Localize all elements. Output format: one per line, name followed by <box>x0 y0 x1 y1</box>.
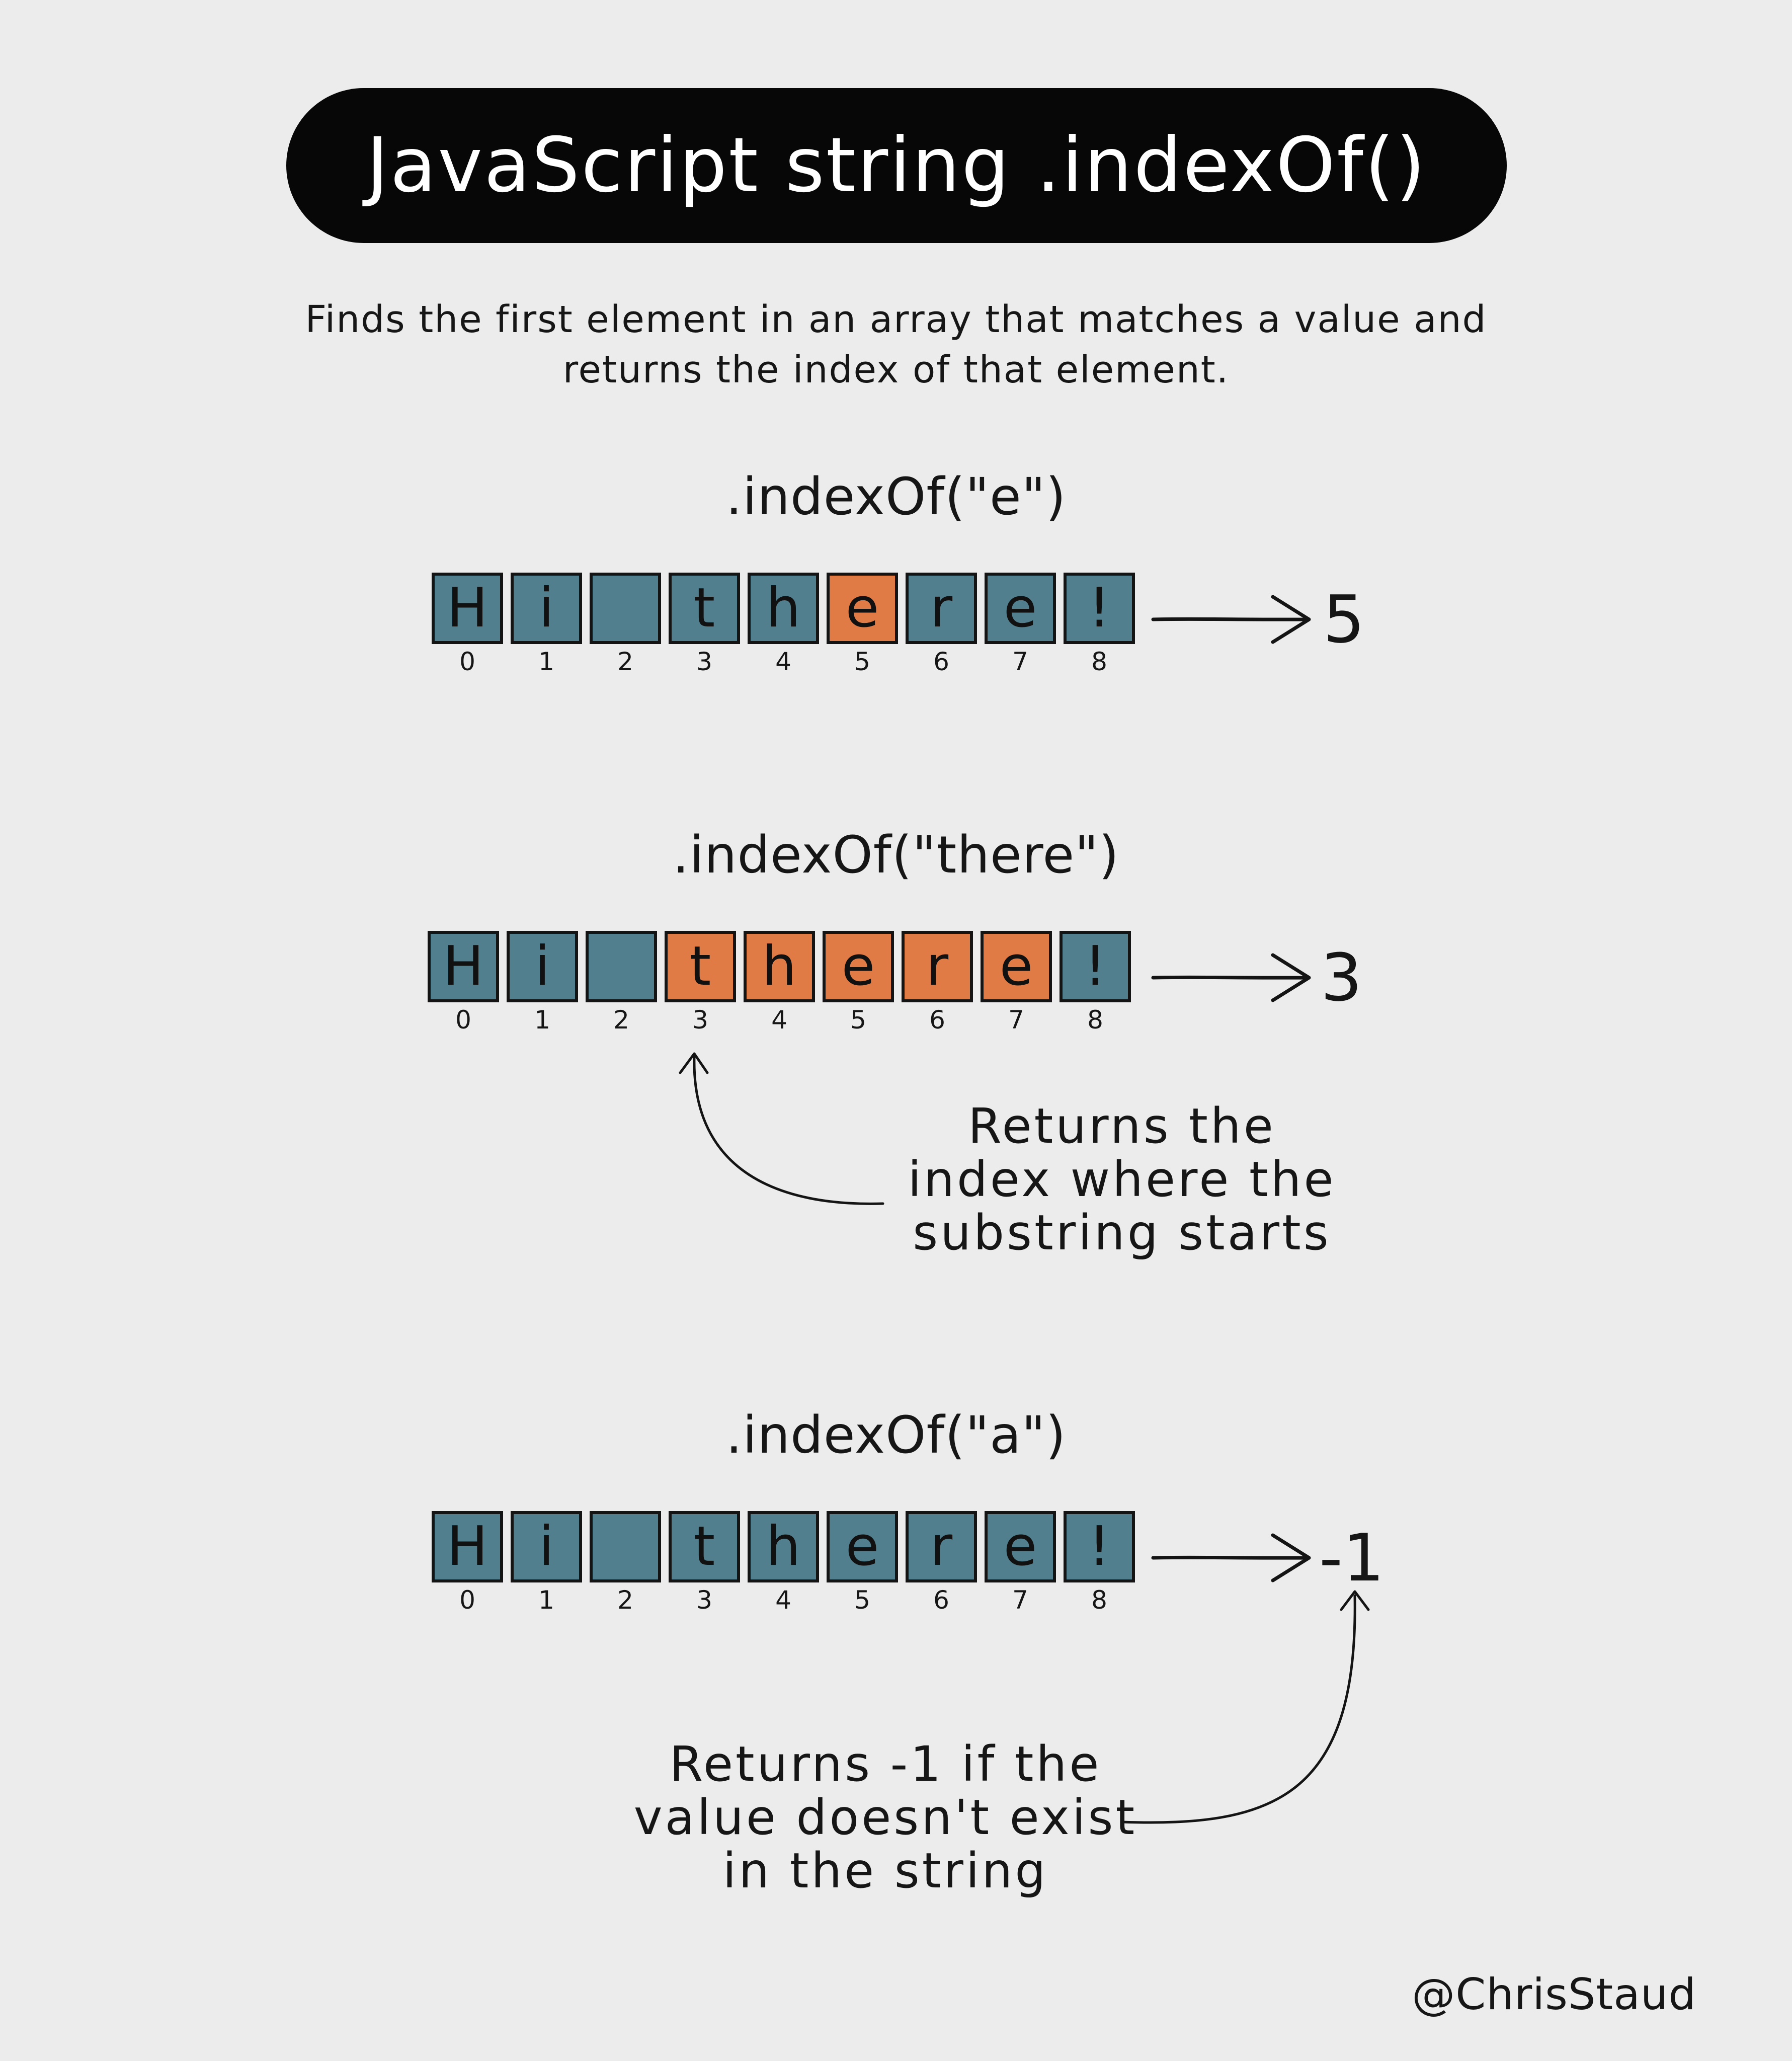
char-cell: ! <box>1060 931 1131 1002</box>
description-line-1: Finds the first element in an array that… <box>305 298 1487 341</box>
index-label: 1 <box>538 647 554 676</box>
char-cell <box>590 1511 661 1582</box>
index-label: 8 <box>1091 647 1107 676</box>
index-label: 8 <box>1091 1586 1107 1615</box>
index-label: 4 <box>771 1005 787 1035</box>
index-label: 8 <box>1087 1005 1103 1035</box>
description-line-2: returns the index of that element. <box>562 348 1230 391</box>
index-label: 3 <box>696 647 712 676</box>
note-line: index where the <box>908 1151 1336 1208</box>
example-call: .indexOf("a") <box>725 1405 1067 1465</box>
result-value: -1 <box>1319 1520 1384 1596</box>
note-line: Returns the <box>968 1098 1276 1154</box>
curved-arrow-icon <box>1120 1590 1370 1824</box>
example-1: .indexOf("e") H 0 i 1 2 t 3 h 4 e 5 r 6 e 7! 8 5 <box>0 467 1792 819</box>
char-cell: H <box>432 1511 503 1582</box>
index-label: 6 <box>933 1586 949 1615</box>
author-credit: @ChrisStaud <box>1412 1969 1696 2020</box>
index-label: 1 <box>538 1586 554 1615</box>
index-label: 6 <box>933 647 949 676</box>
char-cell: t <box>669 573 740 644</box>
index-label: 2 <box>613 1005 629 1035</box>
char-cell: e <box>823 931 894 1002</box>
annotation-note: Returns -1 if the value doesn't exist in… <box>619 1737 1152 1897</box>
example-call: .indexOf("there") <box>673 825 1119 885</box>
char-cell: r <box>906 1511 977 1582</box>
index-label: 0 <box>459 647 475 676</box>
char-cell <box>590 573 661 644</box>
example-3: .indexOf("a") H 0 i 1 2 t 3 h 4 e 5 r 6 e 7! 8 -1 Retur… <box>0 1405 1792 1897</box>
index-label: 5 <box>854 1586 870 1615</box>
index-label: 7 <box>1012 647 1028 676</box>
note-line: Returns -1 if the <box>669 1736 1102 1792</box>
arrow-right-icon <box>1151 1533 1311 1582</box>
char-cell: t <box>665 931 736 1002</box>
index-label: 7 <box>1008 1005 1024 1035</box>
char-cell: H <box>432 573 503 644</box>
char-cell: t <box>669 1511 740 1582</box>
page-title: JavaScript string .indexOf() <box>366 122 1427 209</box>
result-value: 3 <box>1321 939 1362 1016</box>
char-cell: H <box>428 931 499 1002</box>
char-cell: i <box>507 931 578 1002</box>
char-cell: i <box>511 1511 582 1582</box>
index-label: 2 <box>617 1586 633 1615</box>
arrow-right-icon <box>1151 953 1311 1002</box>
char-array: H 0 i 1 2 t 3 h 4 e 5 r 6 e 7! 8 <box>432 1511 1135 1613</box>
index-label: 7 <box>1012 1586 1028 1615</box>
index-label: 3 <box>692 1005 708 1035</box>
note-line: in the string <box>722 1843 1048 1899</box>
char-cell: ! <box>1064 573 1135 644</box>
char-cell: h <box>748 1511 819 1582</box>
index-label: 6 <box>929 1005 945 1035</box>
curved-arrow-icon <box>679 1052 884 1205</box>
char-cell: ! <box>1064 1511 1135 1582</box>
index-label: 5 <box>854 647 870 676</box>
example-call: .indexOf("e") <box>725 467 1067 527</box>
note-line: value doesn't exist <box>633 1789 1137 1846</box>
char-cell: r <box>902 931 973 1002</box>
index-label: 4 <box>775 647 791 676</box>
note-line: substring starts <box>913 1205 1331 1261</box>
result-value: 5 <box>1323 581 1365 658</box>
char-cell: e <box>827 1511 898 1582</box>
char-cell <box>586 931 657 1002</box>
char-array: H 0 i 1 2 t 3 h 4 e 5 r 6 e 7! 8 <box>432 573 1135 674</box>
char-cell: i <box>511 573 582 644</box>
index-label: 1 <box>534 1005 550 1035</box>
char-cell: r <box>906 573 977 644</box>
index-label: 0 <box>455 1005 471 1035</box>
char-cell: e <box>981 931 1052 1002</box>
index-label: 5 <box>850 1005 866 1035</box>
annotation-note: Returns the index where the substring st… <box>865 1099 1378 1259</box>
index-label: 0 <box>459 1586 475 1615</box>
char-cell: e <box>985 1511 1056 1582</box>
index-label: 2 <box>617 647 633 676</box>
char-cell: h <box>748 573 819 644</box>
index-label: 4 <box>775 1586 791 1615</box>
char-cell: e <box>985 573 1056 644</box>
index-label: 3 <box>696 1586 712 1615</box>
description: Finds the first element in an array that… <box>201 294 1591 395</box>
char-cell: e <box>827 573 898 644</box>
char-cell: h <box>744 931 815 1002</box>
title-banner: JavaScript string .indexOf() <box>286 88 1507 243</box>
arrow-right-icon <box>1151 595 1311 644</box>
